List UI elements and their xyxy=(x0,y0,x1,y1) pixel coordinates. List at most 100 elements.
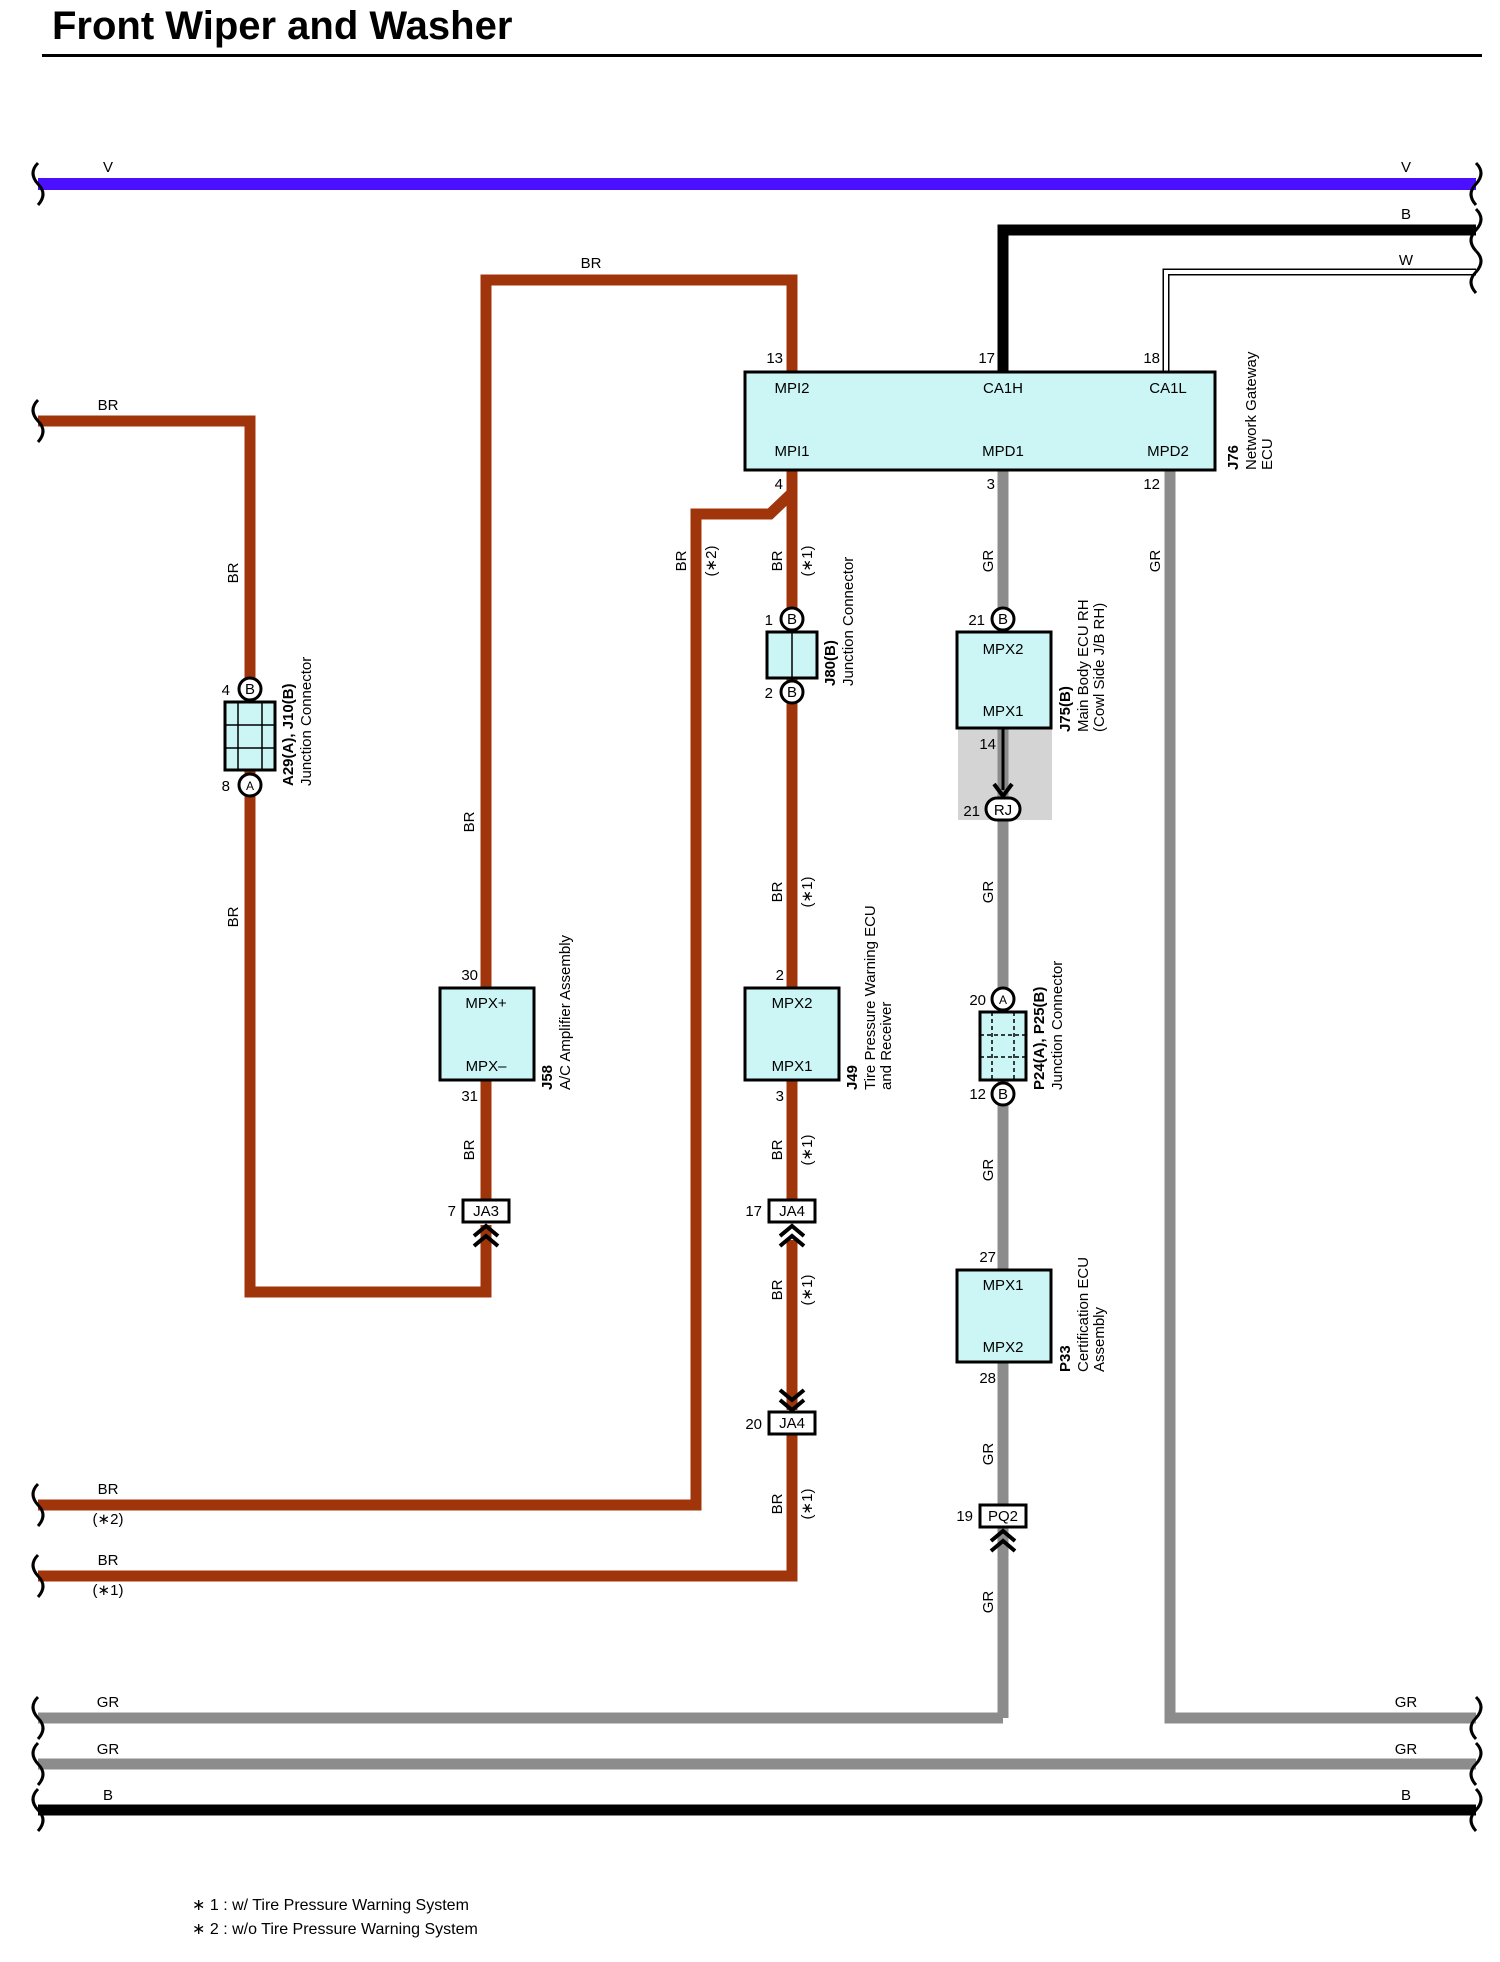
wire-label: GR xyxy=(980,881,997,904)
a29-code: A29(A), J10(B) xyxy=(280,683,297,786)
wire-label: GR xyxy=(1147,550,1164,573)
wire-label: GR xyxy=(97,1694,120,1711)
j76-pin-mpd1: MPD1 xyxy=(982,443,1024,460)
wire-label: (∗2) xyxy=(93,1511,124,1528)
j75-pin-number: 21 xyxy=(968,612,985,629)
p33-name-line1: Certification ECU xyxy=(1075,1257,1092,1372)
wire-label: GR xyxy=(97,1741,120,1758)
j75-code: J75(B) xyxy=(1057,686,1074,732)
footnote-1: ∗ 1 : w/ Tire Pressure Warning System xyxy=(192,1897,469,1914)
wire-label: (∗2) xyxy=(703,546,720,577)
wire-label: GR xyxy=(1395,1694,1418,1711)
j49-pin-mpx1: MPX1 xyxy=(772,1058,813,1075)
j76-pin-ca1l: CA1L xyxy=(1149,380,1187,397)
j49-name-line1: Tire Pressure Warning ECU xyxy=(862,905,879,1090)
rj-connector xyxy=(984,796,1022,822)
break-mark xyxy=(31,1482,45,1528)
j76-pin-number: 13 xyxy=(766,350,783,367)
break-mark xyxy=(1469,1695,1483,1741)
j75-pin-mpx2: MPX2 xyxy=(983,641,1024,658)
break-mark xyxy=(31,1741,45,1787)
wire-b-top xyxy=(997,224,1476,372)
break-mark xyxy=(31,398,45,444)
ja4-bottom-pin-number: 20 xyxy=(745,1416,762,1433)
pq2-label: PQ2 xyxy=(988,1508,1018,1525)
wire-label: BR xyxy=(98,1481,119,1498)
wire-label: BR xyxy=(769,1279,786,1300)
j76-pin-number: 17 xyxy=(978,350,995,367)
p33-code: P33 xyxy=(1057,1345,1074,1372)
wire-label: W xyxy=(1399,252,1414,269)
wire-label: B xyxy=(103,1787,113,1804)
wire-label: BR xyxy=(225,906,242,927)
j49-code: J49 xyxy=(844,1065,861,1090)
j75-arrow-icon xyxy=(992,782,1014,800)
p33-pin-number: 28 xyxy=(979,1370,996,1387)
wire-label: V xyxy=(1401,159,1411,176)
j80-top-letter: B xyxy=(787,611,797,628)
j76-pin-ca1h: CA1H xyxy=(983,380,1023,397)
ja3-label: JA3 xyxy=(473,1203,499,1220)
wire-label: BR xyxy=(98,397,119,414)
ja4-bottom-connector xyxy=(767,1410,817,1436)
wire-label: BR xyxy=(769,881,786,902)
break-mark xyxy=(1469,1787,1483,1833)
ja4-top-connector xyxy=(767,1198,817,1224)
j76-pin-mpi1: MPI1 xyxy=(774,443,809,460)
j76-pin-number: 4 xyxy=(775,476,783,493)
break-mark xyxy=(1469,1741,1483,1787)
wire-label: GR xyxy=(980,550,997,573)
j58-ac-amplifier xyxy=(438,986,536,1082)
j76-pin-number: 12 xyxy=(1143,476,1160,493)
p33-certification-ecu xyxy=(955,1268,1053,1364)
j76-name-line1: Network Gateway xyxy=(1243,351,1260,470)
wire-label: (∗1) xyxy=(799,1135,816,1166)
p24-bottom-letter: B xyxy=(998,1086,1008,1103)
wire-label: V xyxy=(103,159,113,176)
j75-main-body-ecu xyxy=(955,630,1053,730)
ja3-pin-number: 7 xyxy=(448,1203,456,1220)
p33-pin-mpx2: MPX2 xyxy=(983,1339,1024,1356)
j76-name-line2: ECU xyxy=(1259,438,1276,470)
wire-label: (∗1) xyxy=(799,1489,816,1520)
p24-pin-number: 20 xyxy=(969,992,986,1009)
ja3-connector xyxy=(461,1198,511,1224)
j75-pin-number: 14 xyxy=(979,736,996,753)
p24-pin-b-circle xyxy=(990,1081,1016,1107)
j49-pin-mpx2: MPX2 xyxy=(772,995,813,1012)
break-mark xyxy=(31,1553,45,1599)
wire-w-inner xyxy=(1164,270,1476,372)
break-mark xyxy=(1469,249,1483,295)
j58-pin-mpx-minus: MPX– xyxy=(466,1058,508,1075)
p24-name: Junction Connector xyxy=(1049,961,1066,1090)
wire-label: GR xyxy=(980,1591,997,1614)
j58-pin-mpx-plus: MPX+ xyxy=(465,995,507,1012)
p24-pin-a-circle xyxy=(990,986,1016,1012)
j75-pin-b-circle xyxy=(990,606,1016,632)
p24-code: P24(A), P25(B) xyxy=(1031,987,1048,1090)
ja3-chevron-up-icon xyxy=(472,1223,500,1248)
j75-name-line1: Main Body ECU RH xyxy=(1075,599,1092,732)
wire-label: GR xyxy=(1395,1741,1418,1758)
ja4-bottom-label: JA4 xyxy=(779,1415,805,1432)
wire-gr-mpd2 xyxy=(1164,470,1476,1724)
break-mark xyxy=(31,161,45,207)
p33-pin-number: 27 xyxy=(979,1249,996,1266)
j49-pin-number: 3 xyxy=(776,1088,784,1105)
j58-name: A/C Amplifier Assembly xyxy=(557,934,574,1090)
wire-label: BR xyxy=(769,550,786,571)
j75-pin-mpx1: MPX1 xyxy=(983,703,1024,720)
break-mark xyxy=(31,1787,45,1833)
wire-label: (∗1) xyxy=(799,877,816,908)
break-mark xyxy=(31,1695,45,1741)
wire-label: (∗1) xyxy=(93,1582,124,1599)
j76-pin-number: 3 xyxy=(987,476,995,493)
wire-label: BR xyxy=(769,1139,786,1160)
wire-label: BR xyxy=(581,255,602,272)
j76-pin-mpi2: MPI2 xyxy=(774,380,809,397)
a29-top-letter: B xyxy=(245,681,255,698)
wire-label: B xyxy=(1401,1787,1411,1804)
diagram-title: Front Wiper and Washer xyxy=(52,4,513,48)
j80-code: J80(B) xyxy=(822,640,839,686)
